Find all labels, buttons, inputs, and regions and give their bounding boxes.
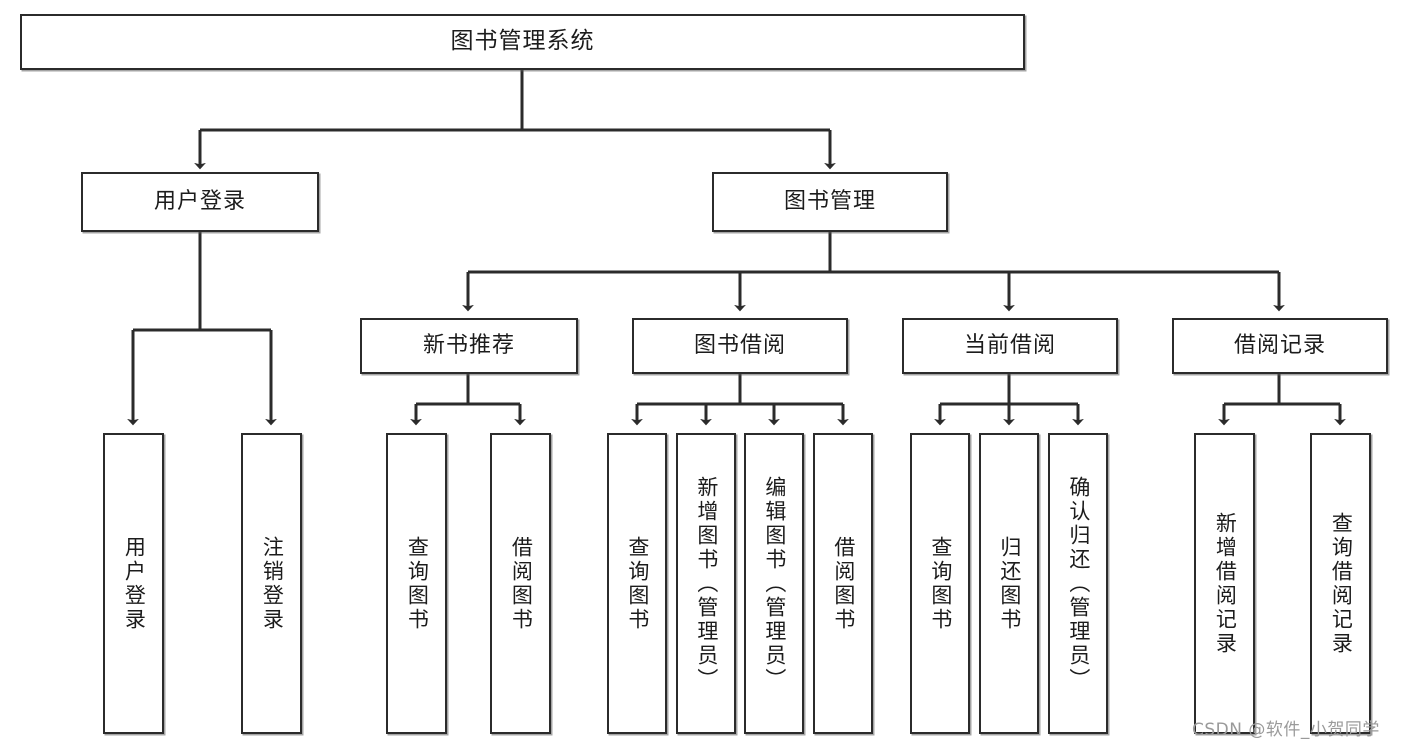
node-new-book-recommend-label: 新书推荐 <box>422 333 515 359</box>
node-leaf-query-record-label: 查询借阅记录 <box>1329 511 1354 656</box>
node-leaf-edit-book-label: 编辑图书（管理员） <box>762 475 787 692</box>
node-leaf-query-record[interactable]: 查询借阅记录 <box>1310 433 1371 734</box>
node-leaf-confirm-return-label: 确认归还（管理员） <box>1066 475 1091 692</box>
node-borrow-record-label: 借阅记录 <box>1233 333 1326 359</box>
node-leaf-add-record[interactable]: 新增借阅记录 <box>1194 433 1255 734</box>
node-leaf-borrow-book-2-label: 借阅图书 <box>831 535 856 632</box>
node-leaf-user-login[interactable]: 用户登录 <box>103 433 164 734</box>
node-book-manage[interactable]: 图书管理 <box>712 172 948 232</box>
node-current-borrow[interactable]: 当前借阅 <box>902 318 1118 374</box>
node-leaf-add-book[interactable]: 新增图书（管理员） <box>676 433 736 734</box>
node-root-label: 图书管理系统 <box>450 28 595 55</box>
node-leaf-add-book-label: 新增图书（管理员） <box>694 475 719 692</box>
node-new-book-recommend[interactable]: 新书推荐 <box>360 318 578 374</box>
csdn-watermark: CSDN @软件_小贺同学 <box>1192 720 1380 740</box>
node-leaf-borrow-book-2[interactable]: 借阅图书 <box>813 433 873 734</box>
node-leaf-borrow-book-1-label: 借阅图书 <box>509 535 534 632</box>
node-leaf-query-book-1-label: 查询图书 <box>405 535 430 632</box>
node-leaf-logout[interactable]: 注销登录 <box>241 433 302 734</box>
node-leaf-edit-book[interactable]: 编辑图书（管理员） <box>744 433 804 734</box>
node-root[interactable]: 图书管理系统 <box>20 14 1025 70</box>
node-leaf-logout-label: 注销登录 <box>260 535 285 632</box>
node-leaf-return-book-label: 归还图书 <box>997 535 1022 632</box>
node-current-borrow-label: 当前借阅 <box>963 333 1056 359</box>
node-leaf-query-book-2-label: 查询图书 <box>625 535 650 632</box>
node-leaf-query-book-2[interactable]: 查询图书 <box>607 433 667 734</box>
node-leaf-query-book-3[interactable]: 查询图书 <box>910 433 970 734</box>
node-leaf-user-login-label: 用户登录 <box>122 535 147 632</box>
node-user-login-label: 用户登录 <box>153 189 246 215</box>
node-leaf-borrow-book-1[interactable]: 借阅图书 <box>490 433 551 734</box>
node-book-borrow-label: 图书借阅 <box>693 333 786 359</box>
node-borrow-record[interactable]: 借阅记录 <box>1172 318 1388 374</box>
node-leaf-add-record-label: 新增借阅记录 <box>1213 511 1238 656</box>
node-leaf-return-book[interactable]: 归还图书 <box>979 433 1039 734</box>
node-book-manage-label: 图书管理 <box>783 189 876 215</box>
node-book-borrow[interactable]: 图书借阅 <box>632 318 848 374</box>
node-leaf-query-book-1[interactable]: 查询图书 <box>386 433 447 734</box>
node-user-login[interactable]: 用户登录 <box>81 172 319 232</box>
node-leaf-query-book-3-label: 查询图书 <box>928 535 953 632</box>
node-leaf-confirm-return[interactable]: 确认归还（管理员） <box>1048 433 1108 734</box>
